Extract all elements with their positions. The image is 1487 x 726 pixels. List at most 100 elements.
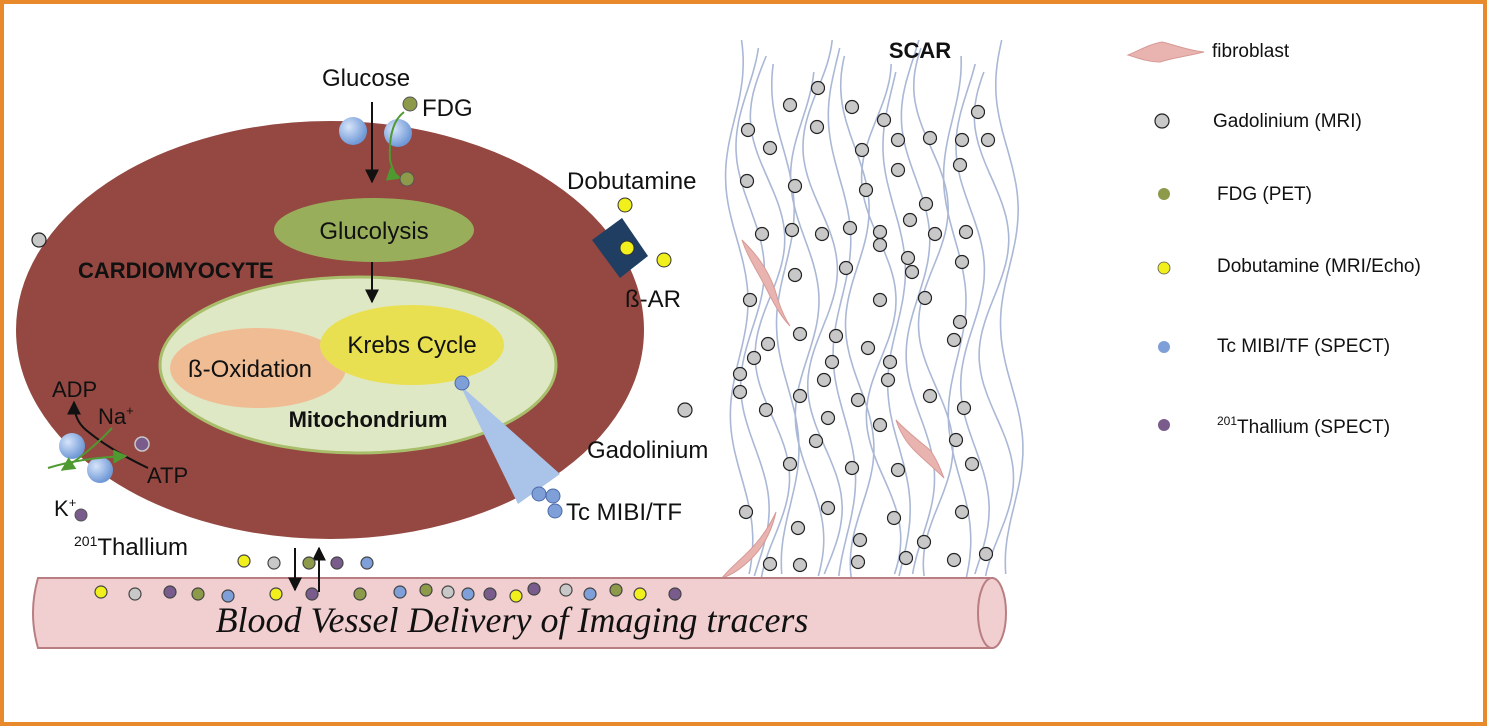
na-exit-arrow — [60, 427, 113, 471]
tc-mibi-dot — [545, 488, 561, 504]
gadolinium-dot — [922, 388, 938, 404]
tracer-dot — [267, 556, 281, 570]
adp-label: ADP — [52, 377, 97, 402]
gadolinium-dot — [808, 433, 824, 449]
gadolinium-dot — [820, 500, 836, 516]
tc-mibi-cone — [460, 385, 560, 504]
gadolinium-dot — [876, 112, 892, 128]
gadolinium-dot — [852, 532, 868, 548]
gadolinium-dot — [782, 456, 798, 472]
beta-ar-label: ß-AR — [625, 286, 681, 313]
collagen-fiber — [735, 47, 771, 577]
gadolinium-dot — [762, 140, 778, 156]
cardiomyocyte-label: CARDIOMYOCYTE — [78, 258, 274, 283]
gadolinium-dot — [842, 220, 858, 236]
gadolinium-dot — [886, 510, 902, 526]
collagen-fiber — [973, 71, 1015, 577]
tracer-dot — [527, 582, 541, 596]
gadolinium-dot — [828, 328, 844, 344]
gadolinium-dot — [927, 226, 943, 242]
gadolinium-dot — [858, 182, 874, 198]
gadolinium-dot — [872, 417, 888, 433]
gadolinium-dot — [792, 557, 808, 573]
gadolinium-dot — [890, 132, 906, 148]
k-entry-arrow — [47, 449, 128, 469]
gadolinium-dot — [732, 366, 748, 382]
gadolinium-dot — [890, 162, 906, 178]
collagen-fiber — [900, 39, 936, 575]
gadolinium-dot — [850, 392, 866, 408]
legend-fibroblast: fibroblast — [1212, 41, 1290, 62]
legend-tc-icon — [1158, 341, 1170, 353]
tracer-dot — [221, 589, 235, 603]
legend-gadolinium-icon — [1154, 113, 1170, 129]
gadolinium-label: Gadolinium — [587, 437, 708, 464]
gadolinium-dot — [854, 142, 870, 158]
gadolinium-dot — [814, 226, 830, 242]
tracer-dot — [302, 556, 316, 570]
tc-mibi-dot — [454, 375, 470, 391]
gadolinium-dot — [946, 552, 962, 568]
gadolinium-dot — [916, 534, 932, 550]
tracer-dot — [441, 585, 455, 599]
gadolinium-dot — [844, 99, 860, 115]
gadolinium-dot — [900, 250, 916, 266]
gadolinium-dot — [970, 104, 986, 120]
gadolinium-dot — [954, 504, 970, 520]
gadolinium-dot — [732, 384, 748, 400]
legend-gadolinium: Gadolinium (MRI) — [1213, 111, 1362, 132]
legend-tc: Tc MIBI/TF (SPECT) — [1217, 336, 1390, 357]
gadolinium-dot — [824, 354, 840, 370]
gadolinium-dot — [844, 460, 860, 476]
collagen-fiber — [724, 39, 754, 575]
tracer-dot — [461, 587, 475, 601]
gadolinium-dot — [890, 462, 906, 478]
collagen-fiber — [827, 47, 857, 577]
legend-thallium-icon — [1158, 419, 1170, 431]
na-k-pump — [59, 433, 85, 459]
gadolinium-dot — [677, 402, 693, 418]
tracer-dot — [393, 585, 407, 599]
gadolinium-dot — [964, 456, 980, 472]
thallium-dot-k — [74, 508, 88, 522]
gadolinium-dot — [946, 332, 962, 348]
gadolinium-dot — [784, 222, 800, 238]
fibroblast-legend-icon — [1126, 41, 1205, 63]
legend-dobutamine-icon — [1157, 261, 1171, 275]
tracer-dot — [559, 583, 573, 597]
gadolinium-dot — [31, 232, 47, 248]
tracer-dot — [609, 583, 623, 597]
adp-atp-arrow — [67, 400, 149, 469]
collagen-fiber — [995, 39, 1024, 575]
collagen-fiber — [839, 55, 875, 579]
gadolinium-dot — [904, 264, 920, 280]
dobutamine-bound — [619, 240, 635, 256]
collagen-fiber — [942, 55, 972, 579]
gadolinium-dot — [782, 97, 798, 113]
gadolinium-dot — [746, 350, 762, 366]
tracer-dot — [191, 587, 205, 601]
tc-mibi-dot — [547, 503, 563, 519]
glucose-label: Glucose — [322, 65, 410, 92]
tc-mibi-dot — [531, 486, 547, 502]
gadolinium-dot — [787, 178, 803, 194]
scar-label: SCAR — [889, 38, 951, 63]
tracer-dot — [163, 585, 177, 599]
legend: fibroblast Gadolinium (MRI) FDG (PET) Do… — [1126, 41, 1421, 438]
tracer-dot — [128, 587, 142, 601]
exchange-tracer-dots — [237, 554, 374, 570]
gadolinium-dot — [882, 354, 898, 370]
gadolinium-dot — [790, 520, 806, 536]
collagen-fiber — [882, 71, 912, 577]
tracer-dot — [353, 587, 367, 601]
tracer-dot — [330, 556, 344, 570]
glucolysis-label: Glucolysis — [319, 218, 428, 245]
collagen-fiber — [802, 39, 844, 575]
legend-thallium: 201Thallium (SPECT) — [1217, 414, 1390, 438]
gadolinium-dot — [902, 212, 918, 228]
gadolinium-dot — [838, 260, 854, 276]
gadolinium-dot — [872, 292, 888, 308]
gadolinium-dot — [816, 372, 832, 388]
fibroblast-cell — [741, 239, 791, 327]
gadolinium-dot — [792, 326, 808, 342]
